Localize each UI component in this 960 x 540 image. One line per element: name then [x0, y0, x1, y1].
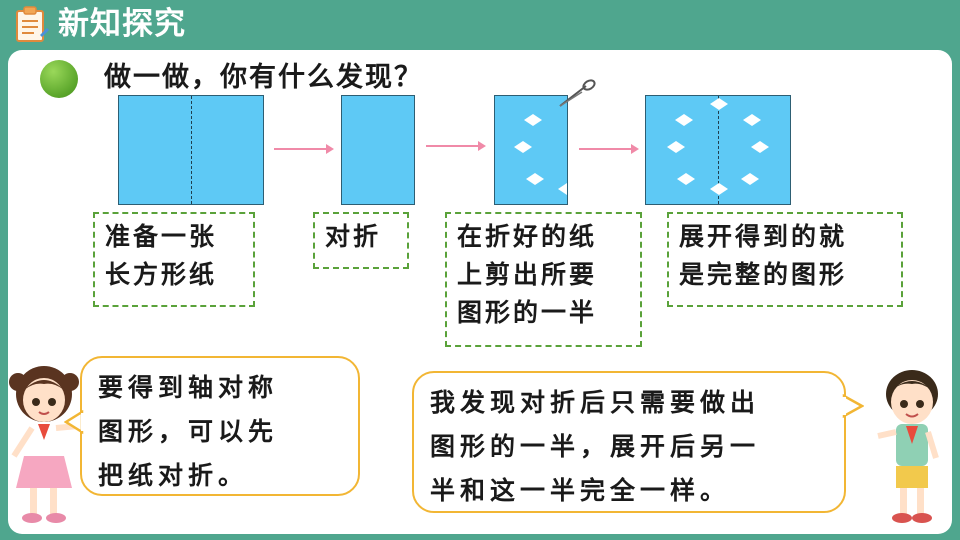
- bubble-text: 把纸对折。: [98, 461, 249, 490]
- step-text: 图形的一半: [457, 298, 598, 327]
- paper-full-rectangle: [118, 95, 264, 205]
- bubble-text: 半和这一半完全一样。: [430, 476, 731, 505]
- boy-character-icon: [877, 370, 939, 523]
- girl-speech-bubble: 要得到轴对称 图形，可以先 把纸对折。: [80, 356, 360, 496]
- paper-folded-cut: [494, 95, 568, 205]
- step-text: 准备一张: [105, 222, 218, 251]
- step-box-unfold: 展开得到的就 是完整的图形: [667, 212, 903, 307]
- paper-folded: [341, 95, 415, 205]
- header-title: 新知探究: [58, 6, 186, 42]
- paper-unfolded: [645, 95, 791, 205]
- step-box-cut: 在折好的纸 上剪出所要 图形的一半: [445, 212, 642, 347]
- boy-speech-bubble: 我发现对折后只需要做出 图形的一半，展开后另一 半和这一半完全一样。: [412, 371, 846, 513]
- arrow-right-icon: [579, 144, 639, 154]
- fold-line: [718, 96, 719, 204]
- bubble-text: 图形，可以先: [98, 417, 279, 446]
- step-text: 对折: [325, 222, 382, 251]
- bullet-dot: [40, 60, 78, 98]
- bubble-text: 我发现对折后只需要做出: [430, 388, 761, 417]
- clipboard-icon: [16, 6, 49, 42]
- header-bar: 新知探究: [0, 0, 960, 48]
- step-text: 上剪出所要: [457, 260, 598, 289]
- question-text: 做一做，你有什么发现？: [104, 62, 423, 93]
- fold-line: [191, 96, 192, 204]
- arrow-right-icon: [274, 144, 334, 154]
- bubble-text: 图形的一半，展开后另一: [430, 432, 761, 461]
- step-text: 展开得到的就: [679, 222, 848, 251]
- step-text: 是完整的图形: [679, 260, 848, 289]
- scissors-icon: [559, 79, 596, 107]
- arrow-right-icon: [426, 141, 486, 151]
- bubble-tail: [842, 394, 864, 418]
- step-text: 长方形纸: [105, 260, 218, 289]
- girl-character-icon: [9, 366, 79, 523]
- step-text: 在折好的纸: [457, 222, 598, 251]
- step-box-fold: 对折: [313, 212, 409, 269]
- bubble-text: 要得到轴对称: [98, 373, 279, 402]
- bubble-tail: [64, 410, 84, 434]
- step-box-prepare: 准备一张 长方形纸: [93, 212, 255, 307]
